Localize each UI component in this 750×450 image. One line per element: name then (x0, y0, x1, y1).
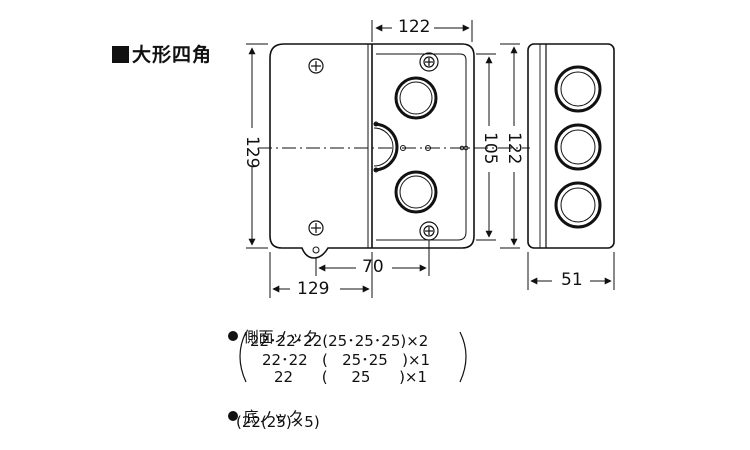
bottom-knock-title: 底ノック (243, 408, 304, 426)
page-title: 大形四角 (112, 40, 212, 67)
left-brace (239, 331, 247, 383)
bullet-icon (227, 331, 238, 341)
side-knock-row-1: 22･22･22(25･25･25)×2 (250, 332, 429, 350)
side-knock-row-3: 22 ( 25 )×1 (274, 368, 428, 386)
screw-bottom-right (419, 221, 439, 241)
dim-right-outer: 122 (504, 132, 524, 165)
dim-left-height: 129 (242, 136, 262, 169)
side-knock-row-2: 22･22 ( 25･25 )×1 (262, 351, 431, 369)
dim-side-depth: 51 (561, 270, 583, 290)
right-brace (459, 331, 467, 383)
square-bullet-icon (112, 46, 129, 63)
knockout-upper (394, 76, 438, 120)
dim-bottom-width: 129 (297, 279, 330, 299)
box-outline (269, 43, 475, 259)
dim-center-offset: 70 (362, 257, 384, 277)
dimension-lines (246, 20, 615, 298)
bottom-knock-value: (22(25)×5) (236, 413, 320, 431)
screw-top-right (419, 52, 439, 72)
side-knock-heading: 側面ノック (218, 312, 318, 346)
bullet-icon (227, 411, 238, 421)
side-knock-title: 側面ノック (243, 328, 319, 346)
dim-right-inner: 105 (480, 132, 500, 165)
title-text: 大形四角 (132, 44, 213, 66)
front-view (269, 43, 475, 259)
knockout-lower (394, 170, 438, 214)
dim-top-width: 122 (398, 17, 431, 37)
screw-top-left (308, 58, 324, 74)
bottom-knock-heading: 底ノック (218, 392, 303, 426)
side-view (527, 43, 615, 249)
side-knockouts (554, 65, 602, 229)
screw-bottom-left (308, 220, 324, 236)
tab-hole (312, 246, 320, 254)
knockout-center-partial (373, 122, 399, 172)
